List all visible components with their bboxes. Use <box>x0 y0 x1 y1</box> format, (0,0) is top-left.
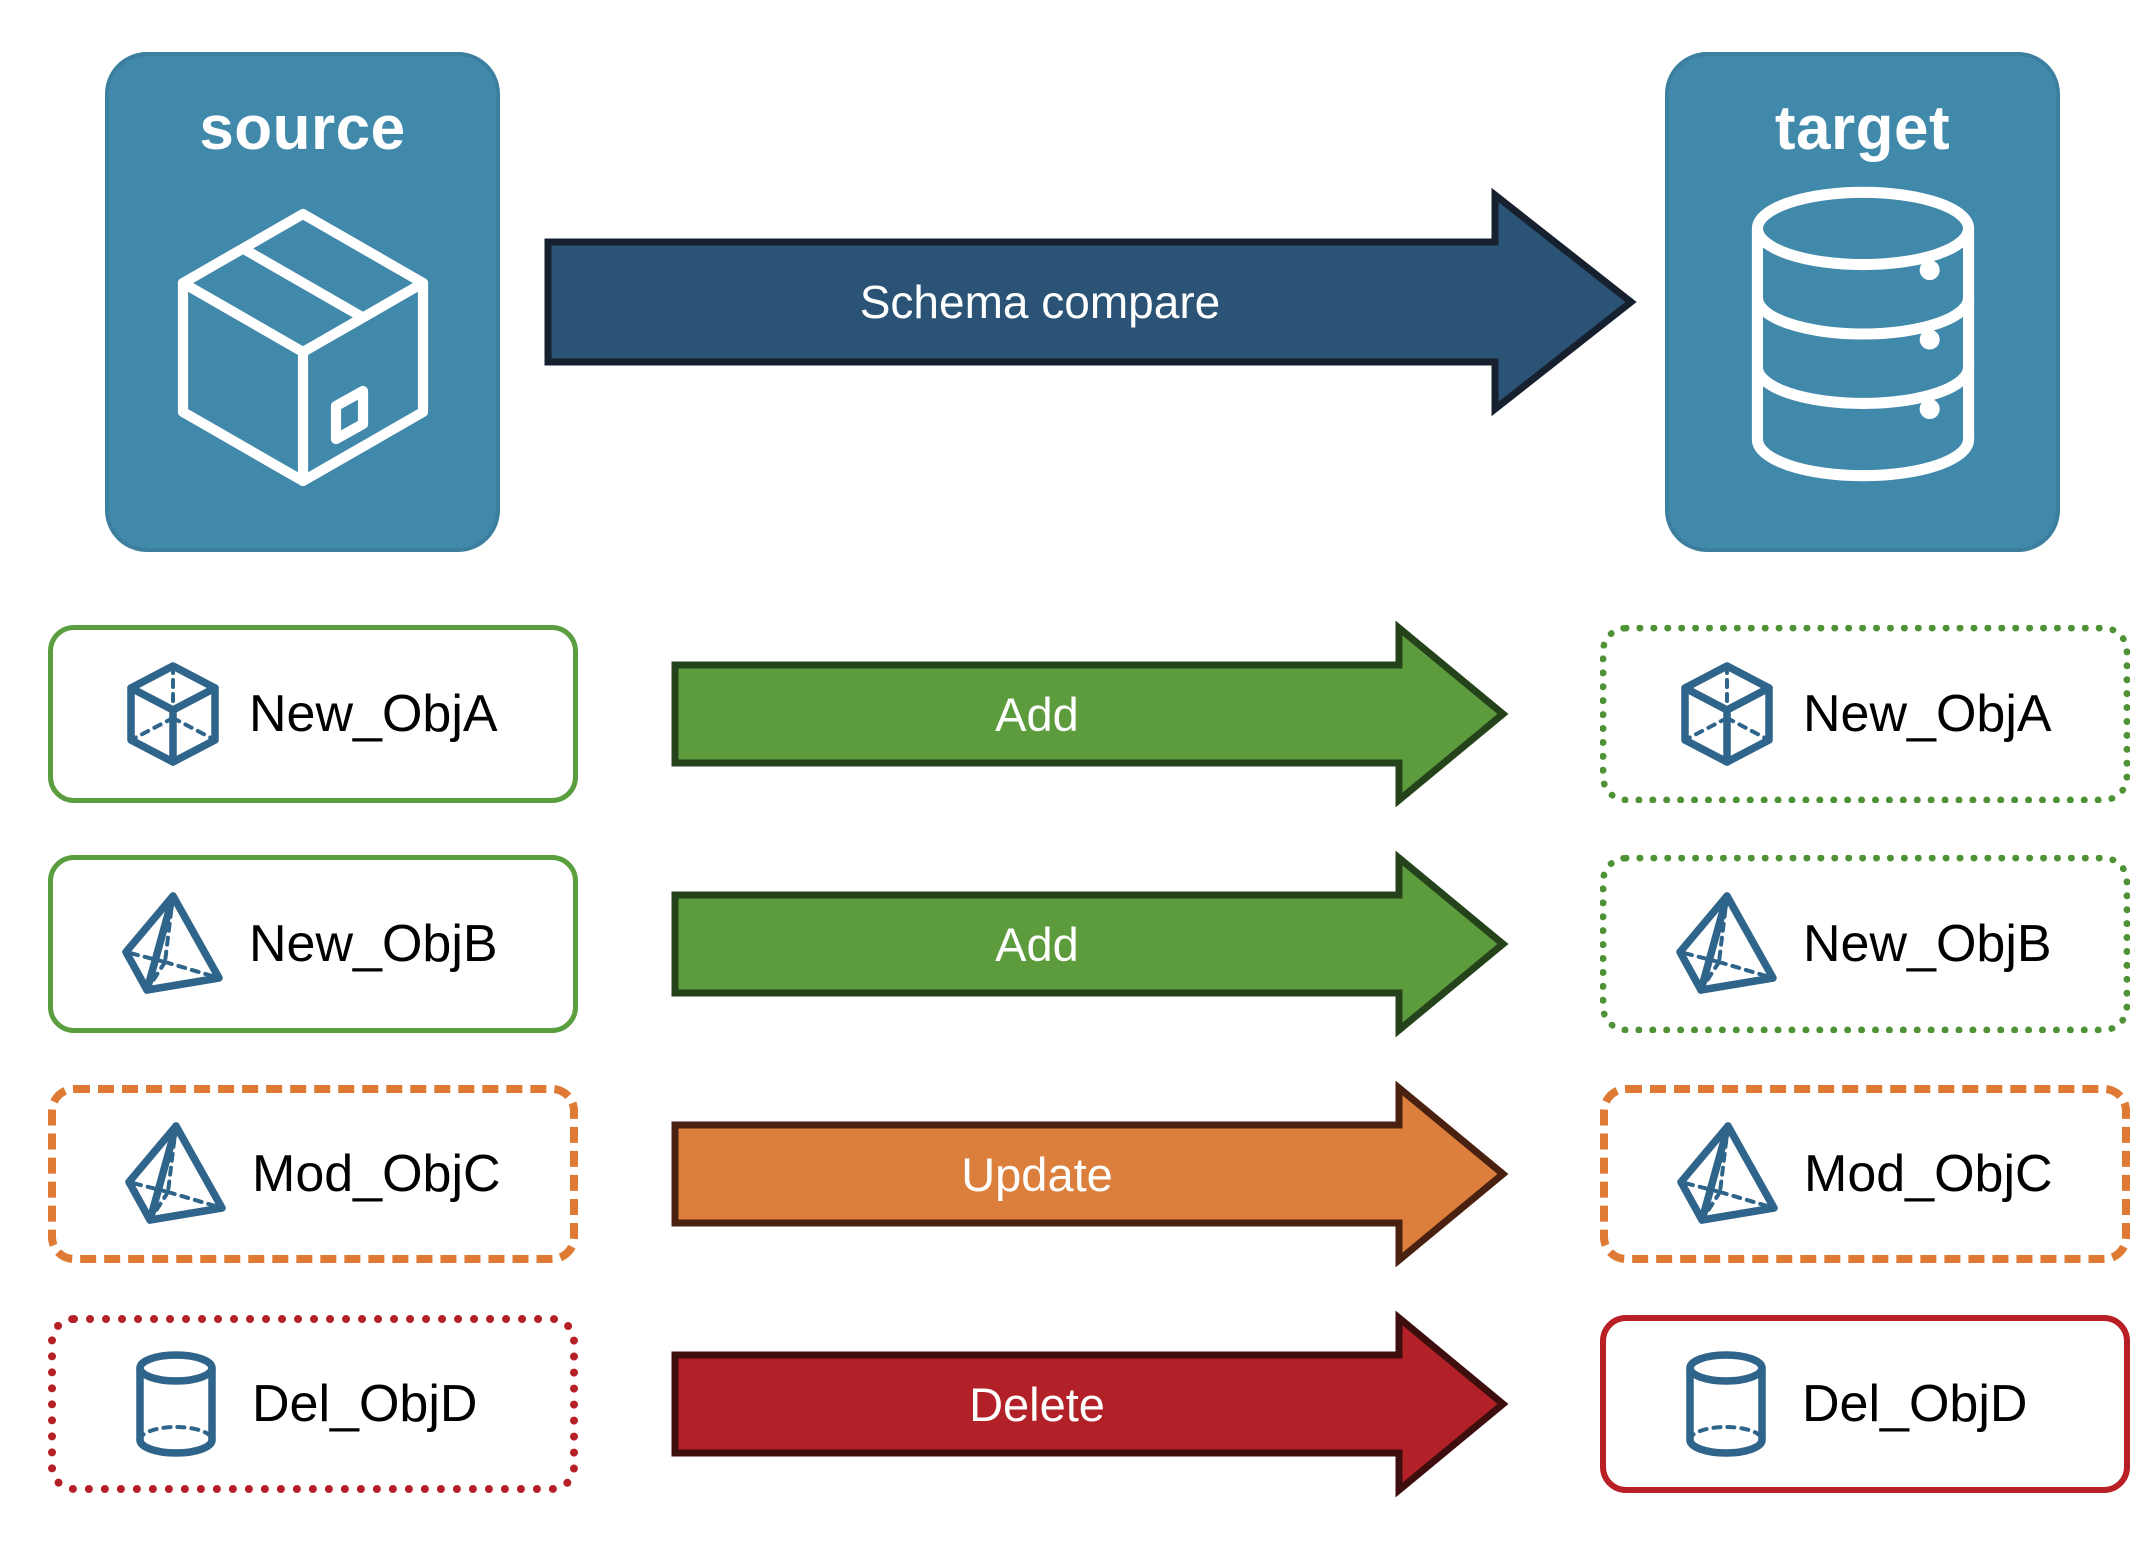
target-object-label-2: New_ObjB <box>1803 915 2052 973</box>
pyramid-wireframe-icon <box>122 1114 230 1234</box>
add-arrow-1 <box>671 620 1509 808</box>
target-endpoint-card: target <box>1665 52 2060 552</box>
source-object-card-2[interactable]: New_ObjB <box>48 855 578 1033</box>
target-object-card-3[interactable]: Mod_ObjC <box>1600 1085 2130 1263</box>
target-object-card-1[interactable]: New_ObjA <box>1600 625 2130 803</box>
delete-arrow-4 <box>671 1310 1509 1498</box>
pyramid-wireframe-icon <box>119 884 227 1004</box>
pyramid-wireframe-icon <box>1673 884 1781 1004</box>
target-object-card-4[interactable]: Del_ObjD <box>1600 1315 2130 1493</box>
cube-wireframe-icon <box>119 654 227 774</box>
target-title: target <box>1774 94 1951 163</box>
target-object-label-3: Mod_ObjC <box>1804 1145 2053 1203</box>
target-object-card-2[interactable]: New_ObjB <box>1600 855 2130 1033</box>
source-object-card-4[interactable]: Del_ObjD <box>48 1315 578 1493</box>
source-object-card-1[interactable]: New_ObjA <box>48 625 578 803</box>
cylinder-wireframe-icon <box>122 1344 230 1464</box>
cylinder-wireframe-icon <box>1672 1344 1780 1464</box>
source-object-card-3[interactable]: Mod_ObjC <box>48 1085 578 1263</box>
target-object-label-4: Del_ObjD <box>1802 1375 2028 1433</box>
source-object-label-2: New_ObjB <box>249 915 498 973</box>
source-object-label-4: Del_ObjD <box>252 1375 478 1433</box>
source-title: source <box>199 94 406 163</box>
cube-wireframe-icon <box>1673 654 1781 774</box>
schema-compare-arrow <box>544 187 1637 417</box>
source-object-label-1: New_ObjA <box>249 685 498 743</box>
pyramid-wireframe-icon <box>1674 1114 1782 1234</box>
source-object-label-3: Mod_ObjC <box>252 1145 501 1203</box>
package-box-icon <box>153 184 453 487</box>
database-cylinder-icon <box>1723 184 2003 484</box>
update-arrow-3 <box>671 1080 1509 1268</box>
source-endpoint-card: source <box>105 52 500 552</box>
add-arrow-2 <box>671 850 1509 1038</box>
target-object-label-1: New_ObjA <box>1803 685 2052 743</box>
